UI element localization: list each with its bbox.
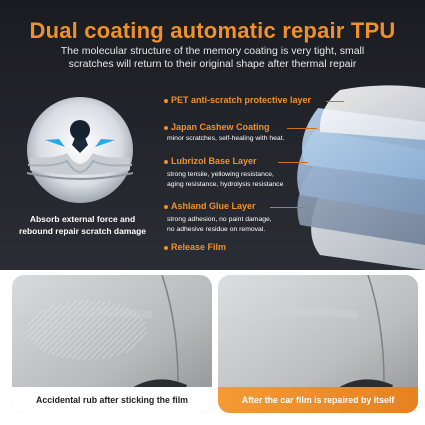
layer-label-base: Lubrizol Base Layer: [171, 156, 257, 166]
leader-dot-release: [164, 246, 168, 250]
page-subtitle: The molecular structure of the memory co…: [60, 45, 365, 70]
leader-line-pet: [326, 101, 344, 102]
layer-label-pet: PET anti-scratch protective layer: [171, 95, 312, 105]
layer-label-release: Release Film: [171, 242, 227, 252]
layer-desc-base-1: strong tensile, yellowing resistance,: [167, 171, 274, 178]
scratch-absorption-illustration: [26, 97, 134, 203]
absorb-caption: Absorb external force and rebound repair…: [10, 213, 155, 237]
layer-desc-cashew-1: minor scratches, self-healing with heat.: [167, 135, 285, 142]
leader-dot-pet: [164, 99, 168, 103]
leader-line-base: [278, 162, 308, 163]
leader-dot-glue: [164, 205, 168, 209]
layer-desc-base-2: aging resistance, hydrolysis resistance: [167, 181, 284, 188]
before-repair-label: Accidental rub after sticking the film: [12, 387, 212, 413]
film-layer-stack: [297, 85, 425, 270]
page-title: Dual coating automatic repair TPU: [29, 18, 396, 43]
leader-dot-cashew: [164, 126, 168, 130]
leader-dot-base: [164, 160, 168, 164]
layer-desc-glue-1: strong adhesion, no paint damage,: [167, 216, 272, 223]
after-repair-photo: After the car film is repaired by itself: [218, 275, 418, 413]
leader-line-cashew: [287, 128, 317, 129]
absorb-caption-line-1: Absorb external force and: [29, 214, 136, 224]
after-repair-label: After the car film is repaired by itself: [218, 387, 418, 413]
layer-label-glue: Ashland Glue Layer: [171, 201, 256, 211]
absorb-caption-line-2: rebound repair scratch damage: [18, 226, 147, 236]
before-repair-photo: Accidental rub after sticking the film: [12, 275, 212, 413]
pet-layer-sheet: [319, 85, 425, 140]
leader-line-glue: [270, 207, 305, 208]
layer-desc-glue-2: no adhesive residue on removal.: [167, 226, 266, 233]
layer-label-cashew: Japan Cashew Coating: [171, 122, 270, 132]
